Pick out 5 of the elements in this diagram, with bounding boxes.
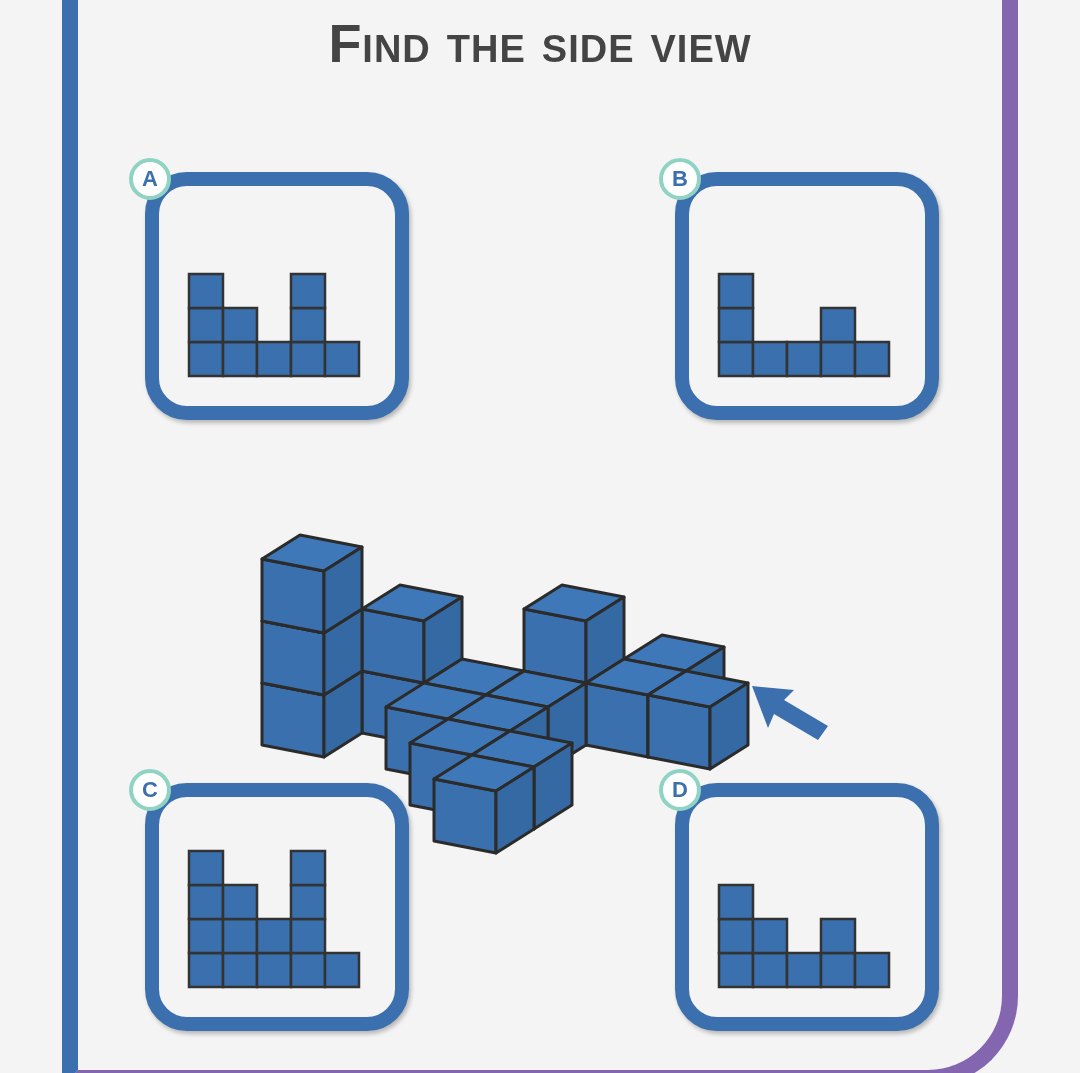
option-letter-badge: C <box>129 769 171 811</box>
option-letter-badge: B <box>659 158 701 200</box>
puzzle-title: Find the side view <box>328 12 752 74</box>
option-letter-badge: A <box>129 158 171 200</box>
option-letter-badge: D <box>659 769 701 811</box>
